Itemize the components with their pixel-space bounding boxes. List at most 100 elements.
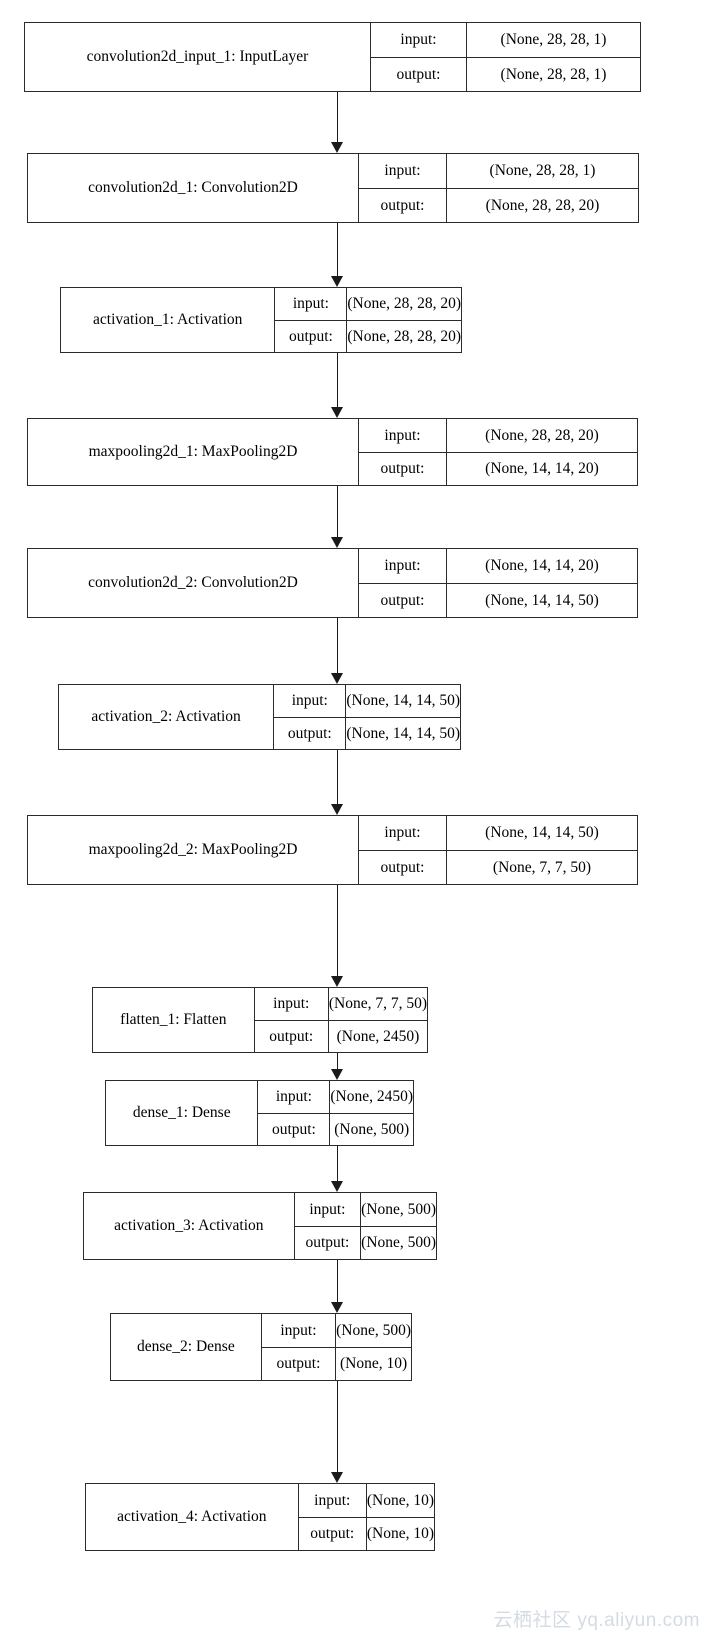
arrow-head-icon	[331, 1181, 343, 1192]
output-label: output:	[294, 1226, 361, 1259]
layer-node-maxpooling2d_2[interactable]: maxpooling2d_2: MaxPooling2D input: output…	[27, 815, 638, 885]
input-shape-value: (None, 28, 28, 1)	[489, 162, 596, 179]
output-shape-value: (None, 10)	[336, 1347, 411, 1380]
io-label-column: input: output:	[257, 1081, 330, 1145]
output-shape-value: (None, 28, 28, 20)	[347, 320, 461, 352]
io-label-column: input:output:	[297, 1484, 366, 1550]
edge-line	[337, 486, 338, 539]
edge-activation_2-to-maxpooling2d_2	[331, 750, 343, 815]
shape-value-column: (None, 28, 28, 20) (None, 14, 14, 20)	[446, 419, 637, 485]
arrow-head-icon	[331, 976, 343, 987]
output-label: output:	[298, 1517, 366, 1550]
shape-value-column: (None, 14, 14, 50)(None, 14, 14, 50)	[345, 685, 460, 749]
layer-name-label: maxpooling2d_1: MaxPooling2D	[88, 443, 298, 461]
output-label: output:	[359, 583, 446, 617]
arrow-head-icon	[331, 537, 343, 548]
layer-name-label: flatten_1: Flatten	[120, 1011, 227, 1029]
input-shape-value: (None, 14, 14, 50)	[485, 824, 599, 841]
output-shape-value: (None, 14, 14, 50)	[447, 583, 637, 617]
output-shape-value: (None, 28, 28, 1)	[467, 57, 640, 91]
output-shape-value: (None, 7, 7, 50)	[447, 850, 637, 884]
io-label-column: input: output:	[370, 23, 466, 91]
layer-node-activation_1[interactable]: activation_1: Activation input: output:(No…	[60, 287, 462, 353]
output-label: output:	[371, 57, 466, 91]
input-label: input:	[275, 1088, 312, 1105]
output-label: output:	[261, 1347, 336, 1380]
output-label: output:	[275, 320, 347, 352]
arrow-head-icon	[331, 142, 343, 153]
input-shape-value: (None, 500)	[336, 1321, 411, 1339]
shape-value-column: (None, 500) (None, 500)	[360, 1193, 436, 1259]
output-shape-value: (None, 14, 14, 20)	[447, 452, 637, 485]
edge-convolution2d_input_1-to-convolution2d_1	[331, 92, 343, 153]
layer-name-label: activation_1: Activation	[93, 311, 243, 329]
input-label: input:	[280, 1321, 317, 1339]
edge-line	[337, 1146, 338, 1183]
edge-line	[337, 750, 338, 806]
input-label: input:	[309, 1200, 346, 1218]
edge-flatten_1-to-dense_1	[331, 1053, 343, 1080]
shape-value-column: (None, 28, 28, 20)(None, 28, 28, 20)	[346, 288, 461, 352]
input-shape-value: (None, 10)	[366, 1491, 434, 1509]
layer-name-label: dense_2: Dense	[137, 1338, 235, 1356]
input-label: input:	[292, 295, 329, 312]
layer-node-convolution2d_2[interactable]: convolution2d_2: Convolution2D input:outp…	[27, 548, 638, 618]
edge-dense_2-to-activation_4	[331, 1381, 343, 1483]
io-label-column: input: output:	[358, 816, 446, 884]
edge-line	[337, 1381, 338, 1474]
output-shape-value: (None, 500)	[330, 1113, 413, 1145]
edge-activation_3-to-dense_2	[331, 1260, 343, 1313]
layer-node-activation_3[interactable]: activation_3: Activation input: output:(No…	[83, 1192, 437, 1260]
output-label: output:	[254, 1020, 328, 1052]
io-label-column: input:output:	[358, 549, 446, 617]
layer-name-label: dense_1: Dense	[132, 1104, 231, 1122]
shape-value-column: (None, 10)(None, 10)	[365, 1484, 434, 1550]
output-shape-value: (None, 2450)	[328, 1020, 427, 1052]
edge-activation_1-to-maxpooling2d_1	[331, 353, 343, 418]
layer-name-label: convolution2d_2: Convolution2D	[88, 574, 298, 592]
arrow-head-icon	[331, 407, 343, 418]
input-shape-value: (None, 7, 7, 50)	[328, 995, 427, 1012]
edge-convolution2d_2-to-activation_2	[331, 618, 343, 684]
layer-node-flatten_1[interactable]: flatten_1: Flatten input: output:(None, 7,…	[92, 987, 428, 1053]
layer-name-label: activation_4: Activation	[117, 1508, 267, 1526]
edge-line	[337, 1260, 338, 1304]
shape-value-column: (None, 14, 14, 50) (None, 7, 7, 50)	[446, 816, 637, 884]
layer-name-label: maxpooling2d_2: MaxPooling2D	[88, 841, 298, 859]
arrow-head-icon	[331, 1069, 343, 1080]
io-label-column: input: output:	[358, 419, 446, 485]
input-label: input:	[273, 995, 310, 1012]
shape-value-column: (None, 28, 28, 1)(None, 28, 28, 20)	[446, 154, 638, 222]
output-label: output:	[359, 452, 446, 485]
output-label: output:	[359, 850, 446, 884]
edge-line	[337, 223, 338, 278]
input-shape-value: (None, 28, 28, 20)	[485, 426, 599, 444]
input-shape-value: (None, 500)	[361, 1200, 436, 1218]
layer-node-maxpooling2d_1[interactable]: maxpooling2d_1: MaxPooling2D input: output…	[27, 418, 638, 486]
io-label-column: input: output:	[260, 1314, 336, 1380]
output-shape-value: (None, 500)	[361, 1226, 436, 1259]
output-label: output:	[274, 717, 346, 749]
layer-name-label: activation_3: Activation	[114, 1217, 264, 1235]
edge-maxpooling2d_2-to-flatten_1	[331, 885, 343, 987]
layer-name-label: activation_2: Activation	[91, 708, 241, 726]
arrow-head-icon	[331, 804, 343, 815]
input-shape-value: (None, 28, 28, 1)	[500, 31, 607, 48]
io-label-column: input: output:	[293, 1193, 361, 1259]
input-label: input:	[384, 824, 421, 841]
input-label: input:	[384, 162, 421, 179]
io-label-column: input: output:	[274, 288, 347, 352]
output-label: output:	[258, 1113, 330, 1145]
input-label: input:	[400, 31, 437, 48]
edge-convolution2d_1-to-activation_1	[331, 223, 343, 287]
shape-value-column: (None, 500) (None, 10)	[335, 1314, 411, 1380]
edge-line	[337, 885, 338, 978]
layer-node-activation_4[interactable]: activation_4: Activation input:output:(No…	[85, 1483, 435, 1551]
input-label: input:	[384, 426, 421, 444]
